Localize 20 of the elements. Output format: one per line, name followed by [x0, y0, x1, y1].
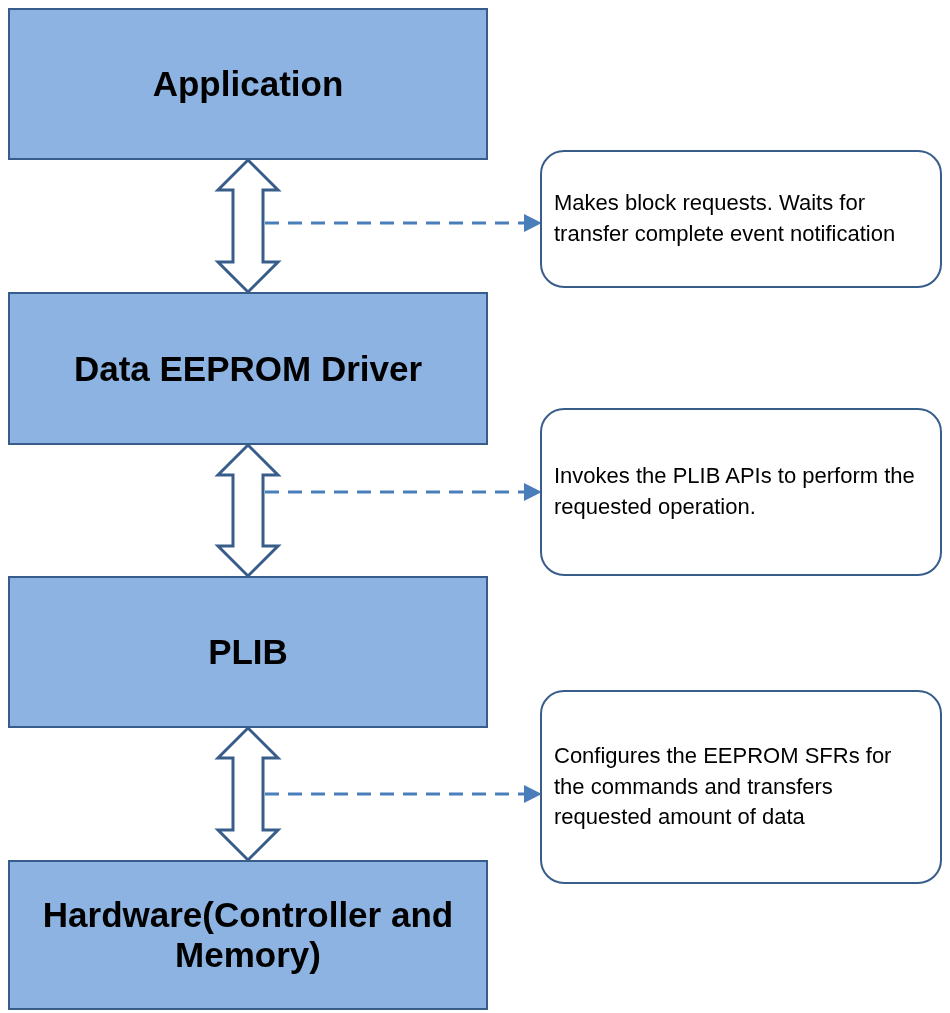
process-box — [8, 292, 488, 445]
process-box — [8, 860, 488, 1010]
arrow — [265, 214, 542, 232]
node-label: PLIB — [208, 632, 288, 672]
node-label: Invokes the PLIB APIs to perform the requested operation. — [554, 462, 916, 521]
node-label: Data EEPROM Driver — [73, 348, 423, 389]
callout-box — [540, 690, 942, 884]
process-box — [8, 8, 488, 160]
double-arrow — [214, 442, 282, 579]
arrow — [265, 483, 542, 501]
callout-box — [540, 150, 942, 288]
callout-box — [540, 408, 942, 576]
process-box — [8, 576, 488, 728]
node-label: Application — [152, 64, 344, 104]
node-label: Hardware(Controller and Memory) — [41, 895, 455, 975]
double-arrow — [214, 157, 282, 295]
node-label: Configures the EEPROM SFRs for the commands and transfers requested amount of data — [554, 741, 893, 832]
arrow — [265, 785, 542, 803]
double-arrow — [214, 725, 282, 863]
node-label: Makes block requests. Waits for transfer complete event notification — [554, 189, 897, 248]
